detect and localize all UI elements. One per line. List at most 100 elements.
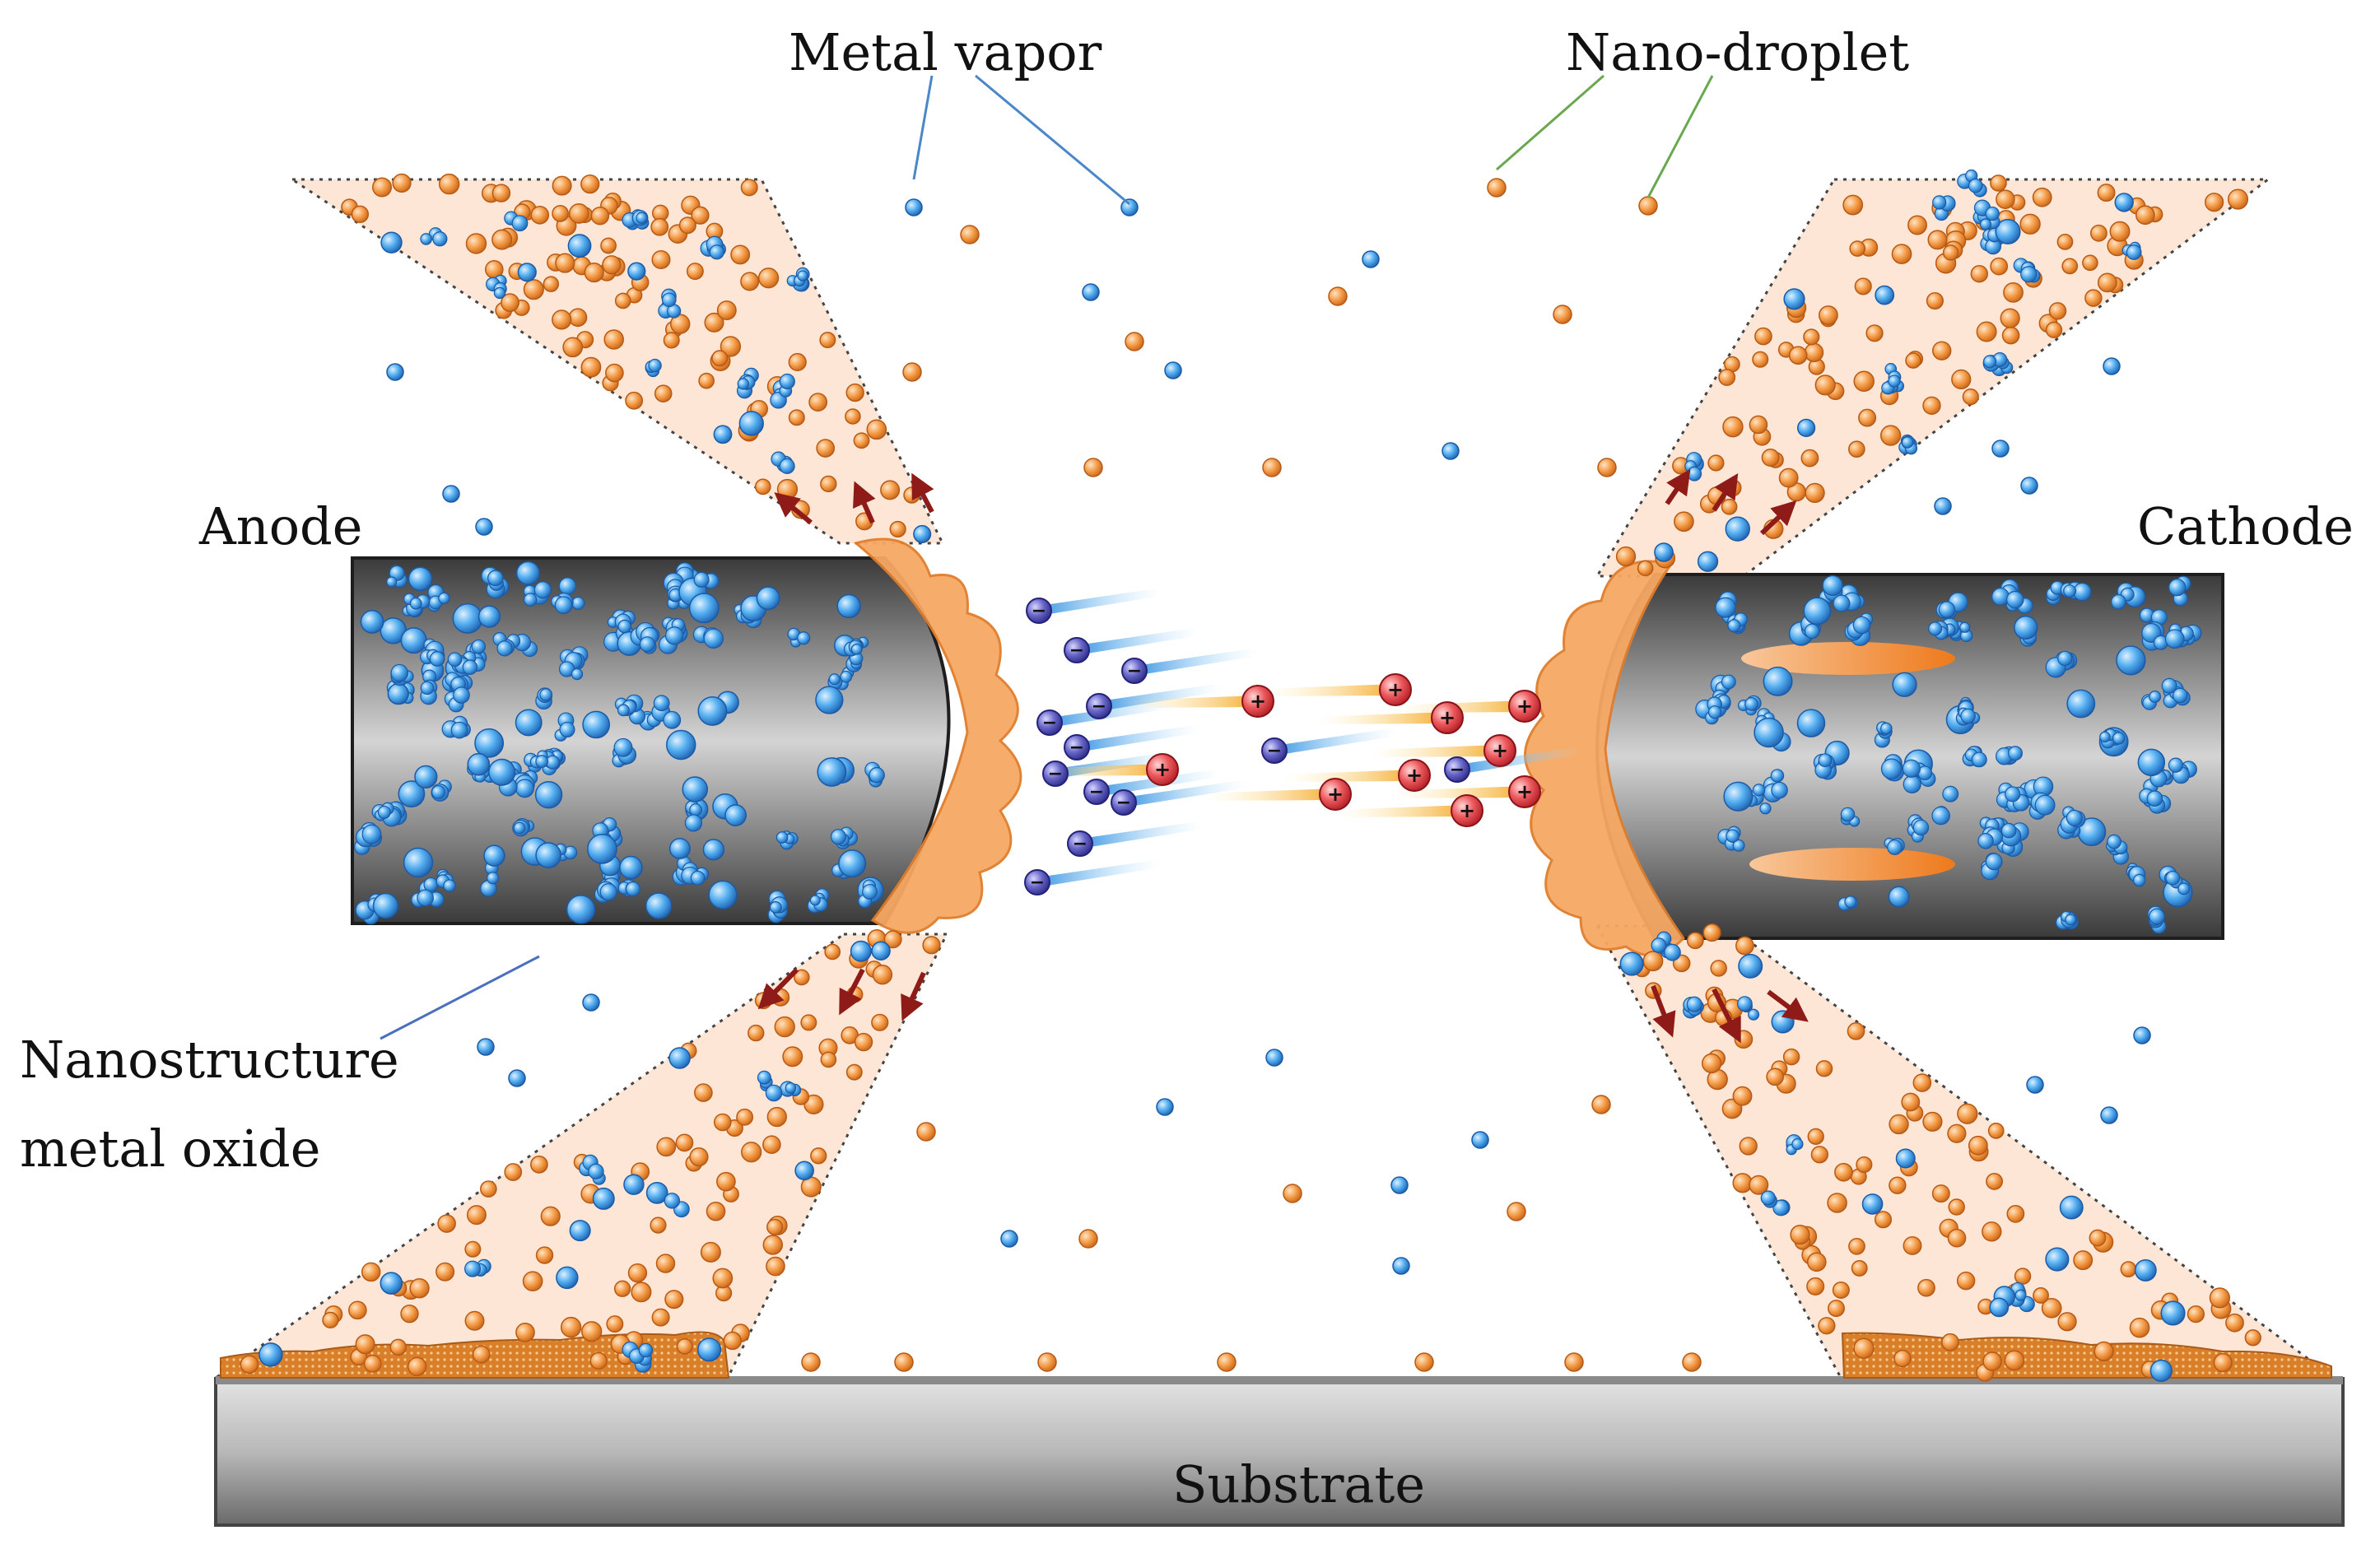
nano-droplet-particle — [694, 1083, 713, 1102]
oxide-cluster — [441, 715, 471, 739]
anode-plasma-tip — [853, 537, 1022, 934]
nano-droplet-particle — [1819, 305, 1838, 325]
nano-droplet-particle — [656, 1137, 677, 1157]
nano-droplet-particle — [740, 179, 758, 197]
oxide-cluster-particle — [539, 688, 553, 701]
oxide-cluster-particle — [757, 1070, 771, 1085]
oxide-cluster-particle — [1744, 697, 1758, 711]
oxide-cluster-particle — [663, 710, 682, 729]
oxide-cluster-particle — [779, 458, 795, 474]
metal-vapor-particle — [398, 780, 426, 808]
oxide-cluster-particle — [797, 270, 808, 281]
oxide-cluster-particle — [775, 831, 789, 844]
nano-droplet-particle — [1848, 1237, 1865, 1255]
nano-droplet-particle — [1982, 1221, 2002, 1242]
oxide-cluster — [2159, 865, 2191, 895]
nano-droplet-particle — [651, 249, 671, 269]
nano-droplet-particle — [903, 486, 920, 504]
oxide-cluster-particle — [409, 597, 422, 610]
leader-metal-vapor-2 — [975, 74, 1130, 206]
nano-droplet-particle — [1848, 440, 1865, 458]
oxide-cluster-particle — [1942, 785, 1959, 802]
oxide-cluster — [2168, 575, 2191, 607]
oxide-cluster-particle — [1804, 623, 1820, 640]
oxide-cluster-particle — [1968, 178, 1983, 193]
nano-droplet-particle — [689, 1147, 709, 1167]
oxide-cluster — [1786, 1134, 1804, 1156]
metal-vapor-particle — [1697, 551, 1719, 572]
cation-trail — [1368, 745, 1500, 757]
oxide-cluster-particle — [1833, 594, 1851, 612]
oxide-cluster-particle — [689, 802, 702, 816]
metal-vapor-particle — [696, 1337, 722, 1362]
oxide-cluster — [354, 821, 383, 855]
nano-droplet-particle — [2057, 1312, 2077, 1332]
nano-droplet-particle — [552, 309, 572, 330]
oxide-cluster-particle — [1822, 574, 1843, 597]
nano-droplet-particle — [322, 1311, 339, 1329]
oxide-cluster-particle — [1707, 705, 1722, 719]
nano-droplet-particle — [675, 1133, 694, 1152]
nano-droplet-particle — [1941, 1333, 1959, 1351]
nano-droplet-particle — [1766, 1068, 1785, 1086]
oxide-cluster-particle — [429, 651, 445, 667]
cation-sign: + — [1516, 780, 1533, 803]
nano-droplet-particle — [631, 1282, 652, 1303]
oxide-cluster — [1972, 199, 2000, 230]
oxide-cluster-particle — [1931, 806, 1950, 826]
oxide-cluster — [1982, 352, 2014, 376]
oxide-cluster — [807, 888, 830, 914]
oxide-cluster-particle — [625, 881, 640, 897]
oxide-cluster — [420, 638, 445, 667]
nano-droplet-particle — [2109, 221, 2131, 242]
oxide-cluster-particle — [617, 704, 630, 717]
nano-droplet-particle — [407, 1356, 427, 1377]
nano-droplet-particle — [2004, 1350, 2025, 1371]
oxide-cluster-particle — [2005, 786, 2021, 802]
oxide-cluster — [693, 571, 720, 589]
nano-droplet-particle — [2089, 224, 2108, 242]
nano-droplet-particle — [1782, 1048, 1800, 1066]
metal-vapor-particle — [477, 1038, 495, 1056]
metal-vapor-particle — [713, 425, 733, 444]
label-metal-vapor: Metal vapor — [789, 22, 1102, 82]
electron-sign: − — [1069, 737, 1084, 758]
nano-droplet-particle — [1970, 265, 1988, 283]
nano-droplet-particle — [1507, 1202, 1526, 1221]
oxide-cluster — [1760, 1190, 1791, 1216]
oxide-cluster — [629, 708, 662, 731]
metal-vapor-particle — [2020, 477, 2038, 495]
metal-vapor-particle — [380, 1272, 403, 1295]
metal-vapor-particle — [387, 682, 409, 705]
nano-droplet-particle — [2014, 1268, 2032, 1285]
oxide-cluster-particle — [559, 721, 575, 738]
nano-droplet-particle — [1889, 1176, 1907, 1194]
nano-droplet-particle — [2094, 1341, 2114, 1362]
nano-droplet-particle — [438, 173, 460, 195]
electron-trail — [1077, 627, 1200, 655]
nano-droplet-particle — [650, 217, 669, 236]
cation-trail — [1393, 786, 1525, 798]
electron-sign: − — [1267, 741, 1282, 761]
oxide-cluster-particle — [1880, 758, 1903, 779]
oxide-cluster-particle — [653, 695, 670, 712]
oxide-cluster-particle — [1888, 374, 1901, 388]
electron-particle — [1067, 830, 1093, 857]
oxide-cluster-particle — [684, 814, 703, 832]
nano-droplet-particle — [240, 1355, 259, 1375]
oxide-cluster — [622, 1341, 654, 1373]
label-metal-oxide: metal oxide — [20, 1119, 321, 1179]
nano-droplet-particle — [1901, 1092, 1921, 1112]
nano-droplet-particle — [871, 1013, 889, 1031]
nano-droplet-particle — [1638, 196, 1658, 216]
oxide-cluster — [504, 211, 529, 232]
oxide-cluster — [757, 1070, 783, 1102]
nano-droplet-particle — [1597, 458, 1617, 477]
oxide-cluster-particle — [690, 870, 706, 886]
cation-sign: + — [1439, 706, 1455, 729]
metal-vapor-particle — [372, 892, 399, 919]
cation-sign: + — [1250, 690, 1266, 713]
nano-droplet-particle — [522, 1271, 543, 1291]
nano-droplet-particle — [2120, 1261, 2137, 1277]
metal-vapor-particle — [535, 842, 561, 868]
